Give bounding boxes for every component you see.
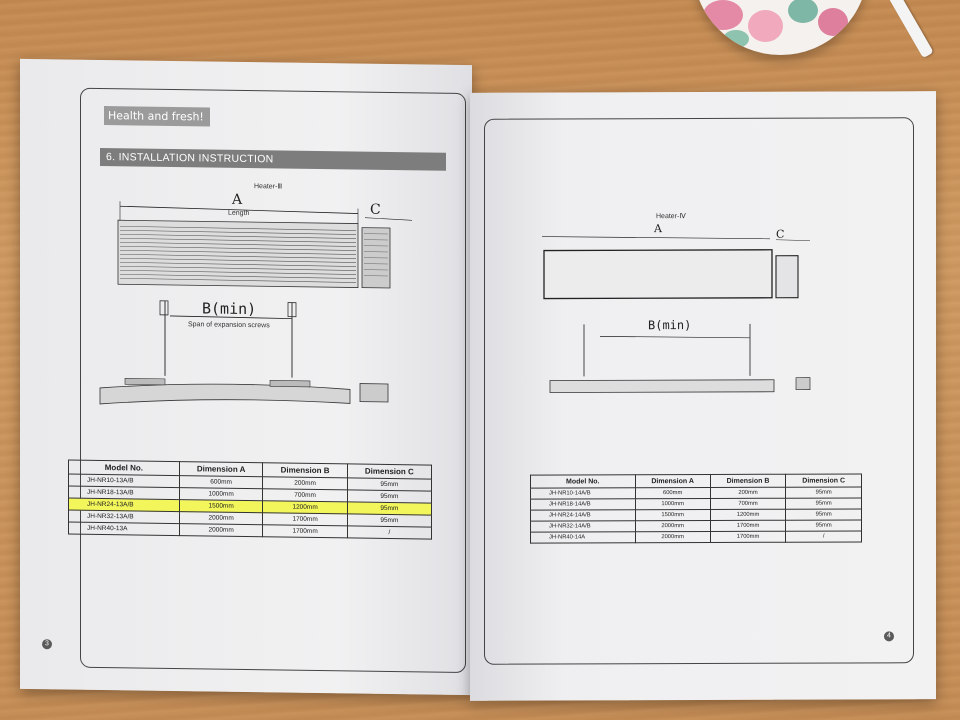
table-header: Dimension C	[347, 463, 432, 480]
table-cell: 1000mm	[635, 498, 711, 510]
table-header: Dimension A	[179, 461, 263, 477]
table-cell: 1200mm	[710, 509, 786, 521]
table-cell: 700mm	[710, 498, 786, 510]
table-header: Model No.	[530, 474, 636, 489]
table-cell: 1700mm	[710, 520, 786, 532]
table-cell: JH-NR10-14A/B	[530, 487, 636, 500]
right-page: Heater-Ⅳ A C B(min) Model No.Dimension A…	[470, 91, 936, 701]
heater-iv-drawing	[541, 236, 811, 393]
table-cell: 95mm	[785, 519, 862, 532]
table-cell: /	[785, 530, 862, 543]
table-cell: 95mm	[785, 486, 862, 499]
page-number-3: 3	[42, 639, 52, 650]
table-cell: 2000mm	[635, 520, 711, 532]
table-cell: 2000mm	[635, 531, 711, 543]
table-cell: JH-NR32-14A/B	[530, 520, 636, 533]
heater-iii-drawing	[99, 201, 413, 405]
table-cell: 1700mm	[262, 524, 348, 538]
page-number-4: 4	[884, 631, 894, 642]
table-cell: JH-NR40-13A	[68, 522, 180, 536]
table-cell: 1700mm	[710, 531, 786, 543]
table-cell: 2000mm	[179, 523, 263, 537]
table-header: Dimension A	[635, 474, 711, 488]
table-cell: 95mm	[785, 497, 862, 510]
table-cell: 200mm	[710, 487, 786, 499]
table-header: Dimension B	[262, 462, 348, 478]
floral-mug	[693, 0, 868, 55]
table-cell: JH-NR18-14A/B	[530, 498, 636, 511]
table-cell: /	[347, 525, 432, 540]
table-cell: JH-NR40-14A	[530, 531, 636, 544]
table-cell: 95mm	[785, 508, 862, 521]
left-page: Health and fresh! 6. INSTALLATION INSTRU…	[20, 58, 472, 696]
table-header: Model No.	[68, 460, 180, 476]
table-cell: 600mm	[635, 487, 711, 499]
table-header: Dimension C	[785, 473, 862, 488]
table-header: Dimension B	[710, 474, 786, 488]
table-cell: JH-NR24-14A/B	[530, 509, 636, 522]
table-cell: 1500mm	[635, 509, 711, 521]
